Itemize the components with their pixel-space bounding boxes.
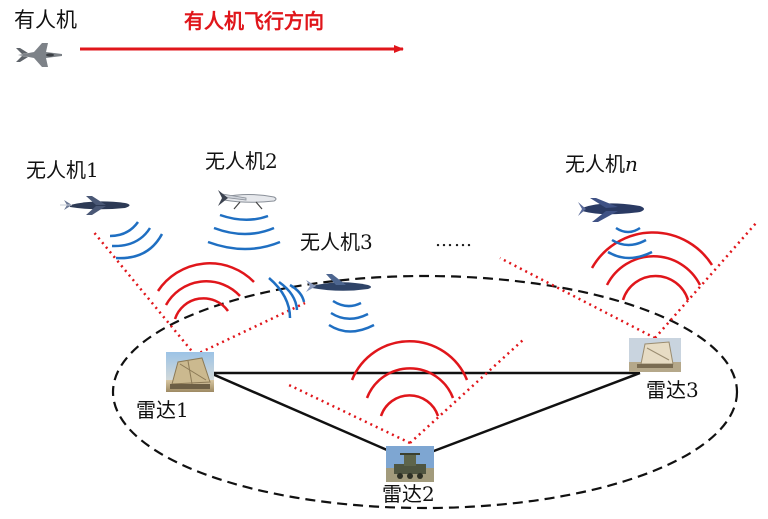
flight-direction-label: 有人机飞行方向 [184, 9, 324, 33]
radar-baseline-triangle [209, 371, 641, 462]
radar-3-beam [499, 221, 758, 340]
uav-n-icon [578, 198, 644, 222]
radar-3-icon [629, 338, 681, 372]
radar-3-signal-arcs [590, 231, 714, 301]
uav-1-label: 无人机1 [26, 158, 99, 182]
uav-n-label: 无人机n [565, 154, 638, 174]
radar-2-label: 雷达2 [382, 482, 435, 506]
radar-2-signal-arcs [350, 340, 469, 417]
uav-n-label-index: n [625, 152, 638, 176]
radar-1-beam [91, 229, 306, 357]
uav-2-icon [218, 190, 277, 210]
manned-aircraft-label: 有人机 [14, 8, 77, 32]
ellipsis-indicator: …… [435, 230, 473, 251]
radar-1-icon [166, 352, 214, 392]
radar-3-label: 雷达3 [646, 378, 699, 402]
uav-n-signal-arcs [607, 226, 653, 260]
uav-3-signal-arcs [268, 277, 375, 333]
manned-aircraft-icon [16, 43, 62, 67]
uav-2-signal-arcs [207, 213, 281, 251]
uav-2-label: 无人机2 [205, 149, 278, 173]
uav-3-icon [306, 274, 371, 292]
radar-1-label: 雷达1 [136, 398, 189, 422]
uav-1-icon [60, 196, 130, 215]
radar-2-icon [386, 446, 434, 482]
coverage-ellipse [111, 274, 739, 510]
radar-2-beam [288, 339, 524, 445]
uav-1-signal-arcs [109, 221, 164, 260]
uav-3-label: 无人机3 [300, 230, 373, 254]
uav-n-label-prefix: 无人机 [565, 152, 625, 176]
radar-1-signal-arcs [156, 262, 255, 320]
